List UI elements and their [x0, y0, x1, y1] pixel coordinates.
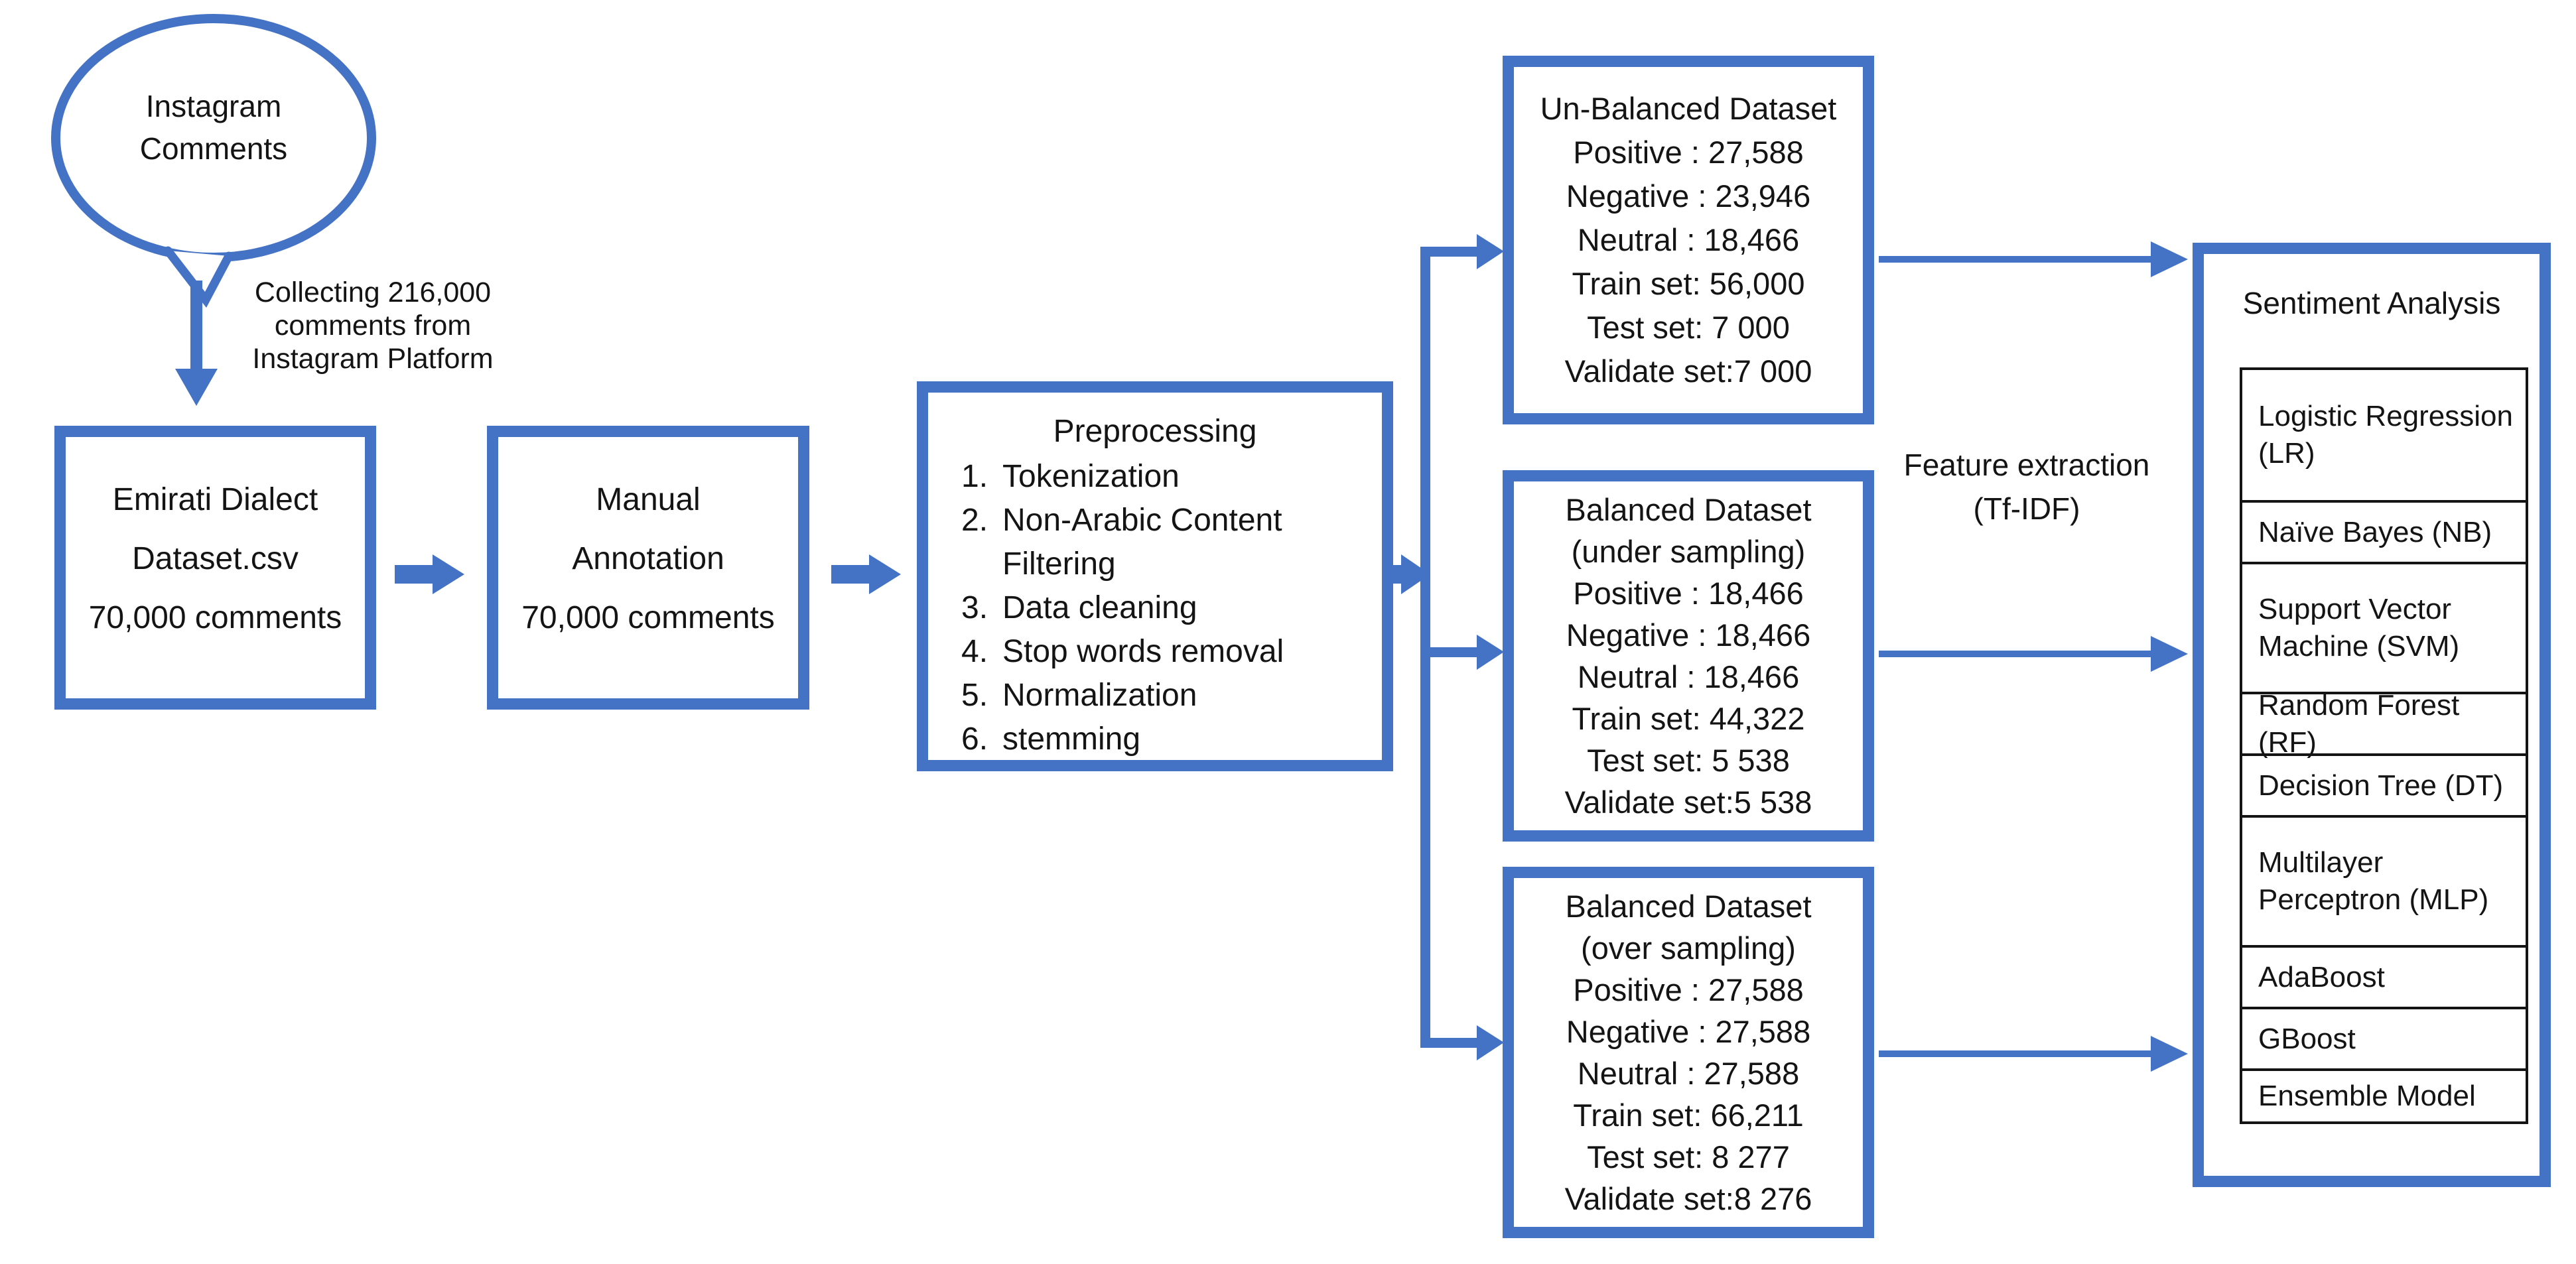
model-row: Naïve Bayes (NB)	[2242, 500, 2526, 562]
model-row: Random Forest (RF)	[2242, 689, 2526, 759]
list-item: 1. Tokenization	[928, 455, 1382, 499]
model-row: Support Vector Machine (SVM)	[2242, 562, 2526, 692]
item-text: Tokenization	[1002, 459, 1180, 494]
box-line: Emirati Dialect	[112, 481, 318, 517]
preprocessing-to-branch-arrow	[1392, 554, 1430, 594]
item-number: 6.	[961, 722, 988, 757]
sentiment-analysis-box: Sentiment Analysis Logistic Regression (…	[2193, 243, 2551, 1187]
item-number: 3.	[961, 590, 988, 625]
sentiment-title: Sentiment Analysis	[2242, 286, 2501, 320]
dataset-line: Test set: 7 000	[1587, 310, 1790, 345]
list-item: 3. Data cleaning	[928, 586, 1382, 630]
preprocessing-box: Preprocessing 1. Tokenization 2. Non-Ara…	[917, 381, 1393, 771]
model-row: AdaBoost	[2242, 945, 2526, 1007]
feature-extraction-label: Feature extraction (Tf-IDF)	[1887, 443, 2166, 531]
manual-annotation-box: Manual Annotation 70,000 comments	[487, 426, 809, 710]
dataset-line: Neutral : 18,466	[1577, 222, 1800, 257]
model-row: GBoost	[2242, 1007, 2526, 1068]
bubble-line: Comments	[139, 131, 288, 166]
item-number: 5.	[961, 678, 988, 713]
speech-bubble-icon	[51, 14, 376, 308]
list-item: 2. Non-Arabic Content Filtering	[928, 499, 1382, 586]
unbalanced-dataset-box: Un-Balanced Dataset Positive : 27,588 Ne…	[1503, 56, 1874, 424]
model-table: Logistic Regression (LR) Naïve Bayes (NB…	[2240, 367, 2528, 1124]
item-number: 1.	[961, 459, 988, 494]
item-text: Non-Arabic Content Filtering	[1002, 503, 1282, 582]
item-text: stemming	[1002, 722, 1141, 757]
dataset-title: Un-Balanced Dataset	[1540, 91, 1837, 126]
box-line: 70,000 comments	[88, 600, 342, 635]
item-text: Stop words removal	[1002, 634, 1284, 669]
manual-to-preprocessing-arrow	[831, 554, 901, 594]
note-line: comments from	[274, 310, 472, 342]
dataset-line: Neutral : 18,466	[1577, 659, 1800, 694]
dataset-subtitle: (under sampling)	[1571, 534, 1806, 569]
bubble-to-dataset-arrow	[175, 281, 218, 406]
dataset-line: Positive : 27,588	[1573, 135, 1804, 170]
dataset-line: Validate set:5 538	[1564, 785, 1812, 820]
branch-arrow-under-sampling	[1425, 635, 1504, 670]
feature-arrow-over-sampling	[1879, 1036, 2188, 1072]
dataset-line: Positive : 18,466	[1573, 576, 1804, 611]
model-row: Ensemble Model	[2242, 1068, 2526, 1121]
dataset-line: Negative : 23,946	[1566, 178, 1811, 214]
dataset-line: Validate set:8 276	[1564, 1181, 1812, 1216]
item-text: Normalization	[1002, 678, 1197, 713]
feature-line: (Tf-IDF)	[1973, 491, 2080, 526]
emirati-to-manual-arrow	[395, 554, 464, 594]
bubble-label: Instagram Comments	[94, 85, 333, 170]
dataset-line: Neutral : 27,588	[1577, 1056, 1800, 1091]
collection-note: Collecting 216,000 comments from Instagr…	[234, 276, 512, 375]
box-line: Annotation	[572, 540, 724, 576]
dataset-line: Negative : 18,466	[1566, 617, 1811, 653]
balanced-under-sampling-box: Balanced Dataset (under sampling) Positi…	[1503, 470, 1874, 842]
dataset-line: Negative : 27,588	[1566, 1014, 1811, 1049]
bubble-line: Instagram	[145, 89, 282, 123]
dataset-line: Validate set:7 000	[1564, 353, 1812, 389]
box-line: Manual	[596, 481, 701, 517]
dataset-line: Train set: 66,211	[1573, 1098, 1804, 1133]
dataset-line: Test set: 5 538	[1587, 743, 1790, 778]
note-line: Instagram Platform	[252, 343, 494, 375]
item-number: 2.	[961, 503, 988, 538]
branch-arrow-over-sampling	[1420, 1025, 1504, 1060]
branch-arrow-unbalanced	[1420, 234, 1504, 269]
list-item: 5. Normalization	[928, 674, 1382, 718]
feature-line: Feature extraction	[1903, 448, 2150, 482]
preprocessing-list: 1. Tokenization 2. Non-Arabic Content Fi…	[928, 455, 1382, 761]
model-row: Multilayer Perceptron (MLP)	[2242, 815, 2526, 945]
box-line: 70,000 comments	[521, 600, 775, 635]
model-row: Logistic Regression (LR)	[2258, 400, 2513, 470]
dataset-title: Balanced Dataset	[1565, 492, 1812, 527]
dataset-subtitle: (over sampling)	[1581, 930, 1796, 966]
dataset-line: Test set: 8 277	[1587, 1139, 1790, 1174]
emirati-dataset-box: Emirati Dialect Dataset.csv 70,000 comme…	[54, 426, 376, 710]
model-row: Decision Tree (DT)	[2242, 753, 2526, 815]
item-number: 4.	[961, 634, 988, 669]
feature-arrow-unbalanced	[1879, 241, 2188, 277]
list-item: 4. Stop words removal	[928, 630, 1382, 674]
dataset-line: Positive : 27,588	[1573, 972, 1804, 1007]
dataset-line: Train set: 56,000	[1572, 266, 1805, 301]
item-text: Data cleaning	[1002, 590, 1197, 625]
dataset-title: Balanced Dataset	[1565, 889, 1812, 924]
box-line: Dataset.csv	[132, 540, 299, 576]
balanced-over-sampling-box: Balanced Dataset (over sampling) Positiv…	[1503, 867, 1874, 1238]
note-line: Collecting 216,000	[254, 277, 492, 308]
dataset-line: Train set: 44,322	[1572, 701, 1805, 736]
list-item: 6. stemming	[928, 718, 1382, 761]
preprocessing-title: Preprocessing	[1053, 414, 1257, 449]
feature-arrow-under-sampling	[1879, 636, 2188, 672]
